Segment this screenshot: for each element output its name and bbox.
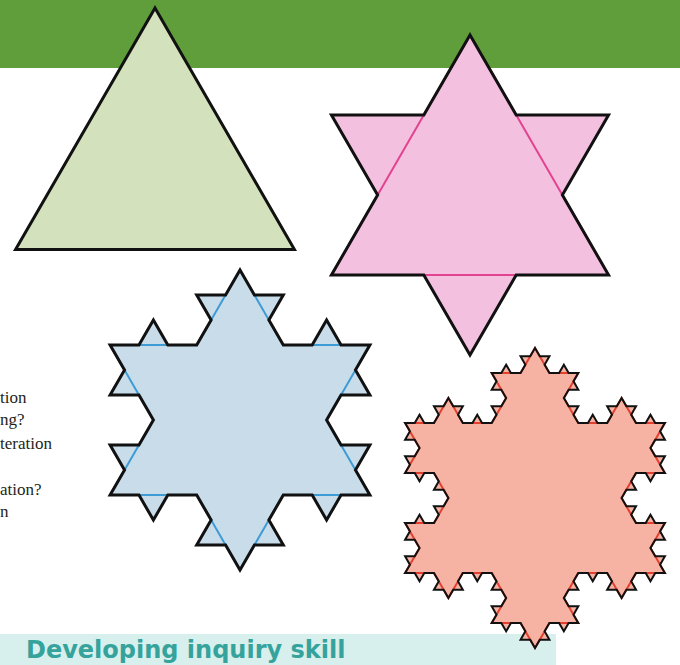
label-slot: Developing inquiry skill <box>26 636 345 664</box>
snowflake-group <box>16 8 665 648</box>
text-fragment: teration <box>0 434 52 454</box>
text-fragment: ng? <box>0 410 25 430</box>
header-band <box>0 0 680 68</box>
snowflake-outline <box>16 8 295 250</box>
label-slot: tion <box>0 388 26 408</box>
snowflake-fill <box>110 270 370 570</box>
label-slot: n <box>0 502 9 522</box>
section-heading: Developing inquiry skill <box>26 636 345 664</box>
section-band <box>0 634 556 665</box>
snowflake-fill <box>331 35 608 355</box>
previous-iteration-outline <box>405 348 665 648</box>
label-slot: ation? <box>0 480 42 500</box>
previous-iteration-outline <box>110 270 370 570</box>
text-fragment: ation? <box>0 480 42 500</box>
snowflake-fill <box>405 348 665 648</box>
snowflake-outline <box>405 348 665 648</box>
label-slot: teration <box>0 434 52 454</box>
snowflake-fill <box>16 8 295 250</box>
snowflake-outline <box>331 35 608 355</box>
label-slot: ng? <box>0 410 25 430</box>
snowflake-outline <box>110 270 370 570</box>
previous-iteration-outline <box>331 35 608 275</box>
text-fragment: tion <box>0 388 26 408</box>
text-fragment: n <box>0 502 9 522</box>
